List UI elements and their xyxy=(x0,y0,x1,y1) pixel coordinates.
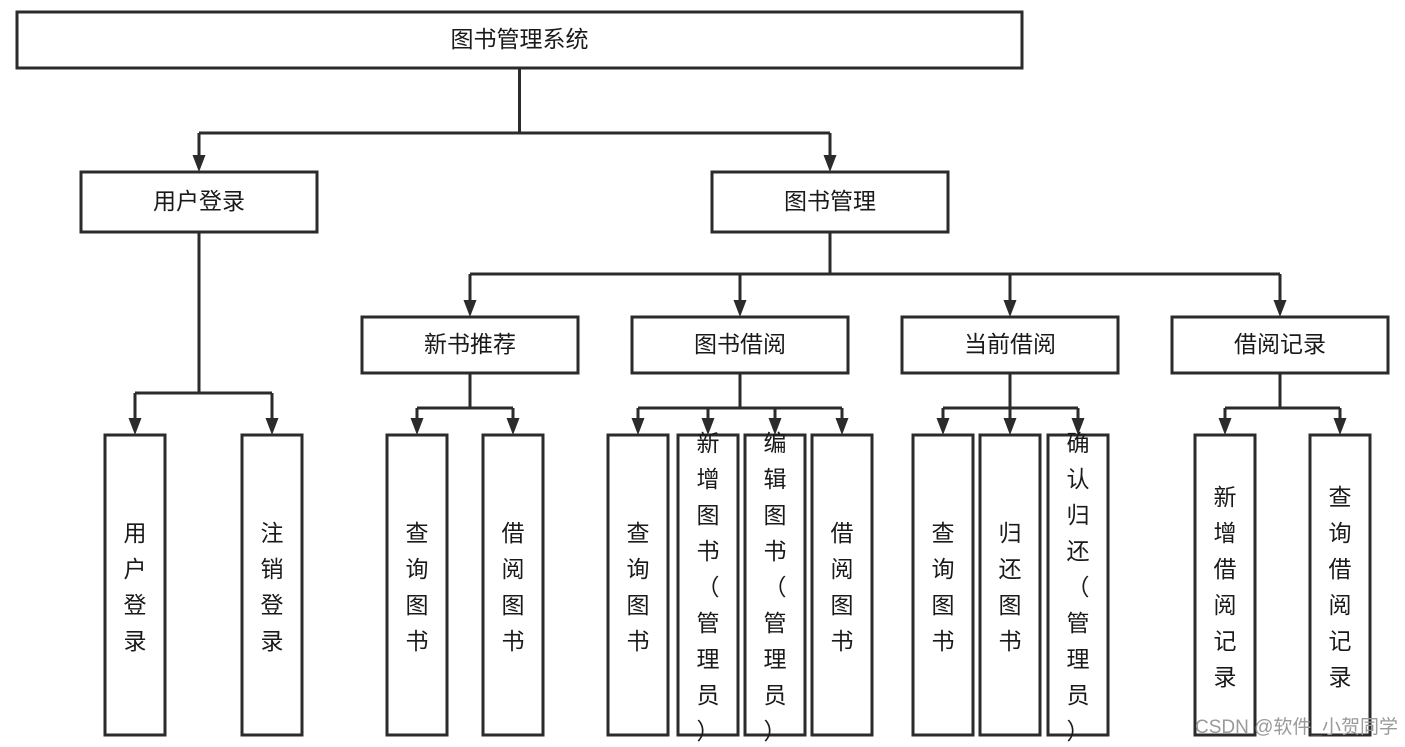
node-borrow-record[interactable]: 借阅记录 xyxy=(1170,315,1390,375)
arrow-head-icon xyxy=(835,418,849,435)
arrow-head-icon xyxy=(410,418,424,435)
node-label: 新增借阅记录 xyxy=(1214,484,1237,690)
connector-group-new-book-rec-to-leaves xyxy=(410,373,520,435)
arrow-head-icon xyxy=(1218,418,1232,435)
node-leaf-add-record[interactable]: 新增借阅记录 xyxy=(1193,433,1257,737)
node-leaf-user-login[interactable]: 用户登录 xyxy=(103,433,167,737)
node-label: 归还图书 xyxy=(999,520,1022,654)
arrow-head-icon xyxy=(768,418,782,435)
arrow-head-icon xyxy=(936,418,950,435)
node-leaf-query-book-1[interactable]: 查询图书 xyxy=(385,433,449,737)
node-box[interactable] xyxy=(103,433,167,737)
connector-layer xyxy=(128,68,1347,435)
node-label: 查询图书 xyxy=(627,520,650,654)
node-new-book-rec[interactable]: 新书推荐 xyxy=(360,315,580,375)
node-label: 查询借阅记录 xyxy=(1329,484,1352,690)
connector-group-book-manage-to-level2 xyxy=(463,232,1287,317)
node-book-borrow[interactable]: 图书借阅 xyxy=(630,315,850,375)
node-box[interactable] xyxy=(1170,315,1390,375)
node-box[interactable] xyxy=(15,10,1024,70)
arrow-head-icon xyxy=(128,418,142,435)
node-box[interactable] xyxy=(481,433,545,737)
arrow-head-icon xyxy=(192,155,206,172)
arrow-head-icon xyxy=(631,418,645,435)
node-label: 新书推荐 xyxy=(424,331,516,357)
node-leaf-edit-book[interactable]: 编辑图书（管理员） xyxy=(743,430,807,744)
node-box[interactable] xyxy=(978,433,1042,737)
node-layer: 图书管理系统用户登录图书管理新书推荐图书借阅当前借阅借阅记录用户登录注销登录查询… xyxy=(15,10,1390,744)
node-box[interactable] xyxy=(676,433,740,737)
connector-group-book-borrow-to-leaves xyxy=(631,373,849,435)
node-label: 借阅记录 xyxy=(1234,331,1326,357)
arrow-head-icon xyxy=(265,418,279,435)
node-leaf-confirm-return[interactable]: 确认归还（管理员） xyxy=(1046,430,1110,744)
node-leaf-borrow-book-1[interactable]: 借阅图书 xyxy=(481,433,545,737)
node-label: 确认归还（管理员） xyxy=(1067,430,1090,744)
node-leaf-query-record[interactable]: 查询借阅记录 xyxy=(1308,433,1372,737)
node-box[interactable] xyxy=(606,433,670,737)
node-label: 当前借阅 xyxy=(964,331,1056,357)
node-box[interactable] xyxy=(1193,433,1257,737)
arrow-head-icon xyxy=(701,418,715,435)
node-box[interactable] xyxy=(1046,433,1110,737)
node-user-login[interactable]: 用户登录 xyxy=(79,170,319,234)
watermark-label: CSDN @软件_小贺同学 xyxy=(1195,716,1398,738)
node-label: 查询图书 xyxy=(406,520,429,654)
node-box[interactable] xyxy=(360,315,580,375)
node-label: 用户登录 xyxy=(153,188,245,214)
node-leaf-query-book-3[interactable]: 查询图书 xyxy=(911,433,975,737)
node-leaf-return-book[interactable]: 归还图书 xyxy=(978,433,1042,737)
node-box[interactable] xyxy=(710,170,950,234)
arrow-head-icon xyxy=(463,300,477,317)
node-box[interactable] xyxy=(743,433,807,737)
node-box[interactable] xyxy=(911,433,975,737)
node-label: 用户登录 xyxy=(124,520,147,654)
node-box[interactable] xyxy=(630,315,850,375)
node-label: 注销登录 xyxy=(261,520,284,654)
arrow-head-icon xyxy=(1333,418,1347,435)
node-label: 图书借阅 xyxy=(694,331,786,357)
connector-group-current-borrow-to-leaves xyxy=(936,373,1085,435)
node-box[interactable] xyxy=(385,433,449,737)
node-label: 图书管理 xyxy=(784,188,876,214)
connector-group-user-login-to-leaves xyxy=(128,232,279,435)
node-label: 新增图书（管理员） xyxy=(697,430,720,744)
arrow-head-icon xyxy=(823,155,837,172)
arrow-head-icon xyxy=(506,418,520,435)
node-box[interactable] xyxy=(79,170,319,234)
node-label: 编辑图书（管理员） xyxy=(764,430,787,744)
arrow-head-icon xyxy=(1003,300,1017,317)
node-label: 借阅图书 xyxy=(502,520,525,654)
node-leaf-query-book-2[interactable]: 查询图书 xyxy=(606,433,670,737)
node-label: 图书管理系统 xyxy=(451,26,589,52)
node-label: 借阅图书 xyxy=(831,520,854,654)
node-book-manage[interactable]: 图书管理 xyxy=(710,170,950,234)
node-current-borrow[interactable]: 当前借阅 xyxy=(900,315,1120,375)
node-box[interactable] xyxy=(1308,433,1372,737)
arrow-head-icon xyxy=(1003,418,1017,435)
node-box[interactable] xyxy=(900,315,1120,375)
node-leaf-logout[interactable]: 注销登录 xyxy=(240,433,304,737)
node-root[interactable]: 图书管理系统 xyxy=(15,10,1024,70)
arrow-head-icon xyxy=(1071,418,1085,435)
node-box[interactable] xyxy=(240,433,304,737)
node-box[interactable] xyxy=(810,433,874,737)
arrow-head-icon xyxy=(733,300,747,317)
connector-group-borrow-record-to-leaves xyxy=(1218,373,1347,435)
arrow-head-icon xyxy=(1273,300,1287,317)
node-leaf-add-book[interactable]: 新增图书（管理员） xyxy=(676,430,740,744)
node-leaf-borrow-book-2[interactable]: 借阅图书 xyxy=(810,433,874,737)
connector-group-root-to-level1 xyxy=(192,68,837,172)
node-label: 查询图书 xyxy=(932,520,955,654)
